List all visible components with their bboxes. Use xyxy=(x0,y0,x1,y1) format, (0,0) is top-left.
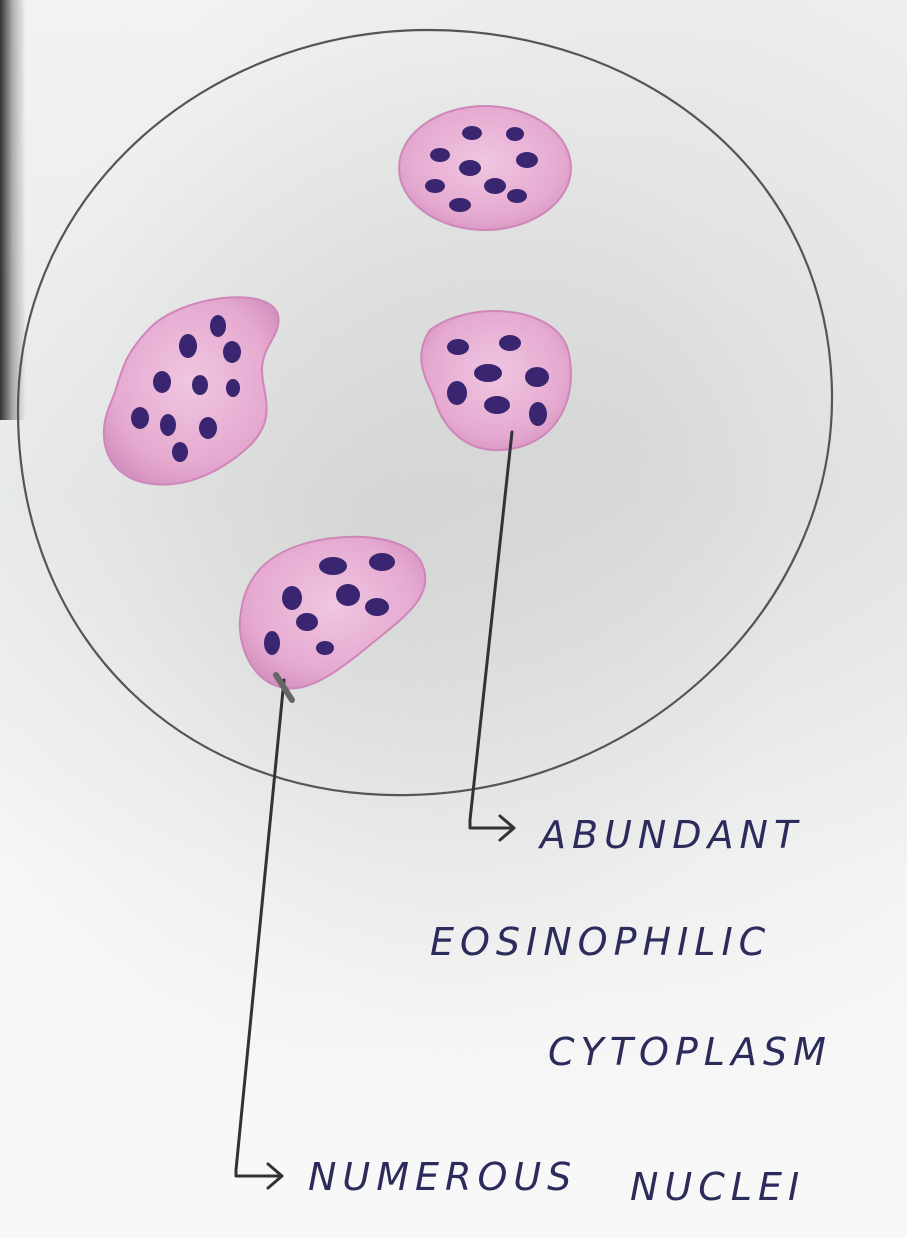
label-eosinophilic: EOSINOPHILIC xyxy=(430,920,771,964)
label-cytoplasm: CYTOPLASM xyxy=(548,1030,832,1074)
giant-cell-bottom xyxy=(240,537,426,689)
label-numerous: NUMEROUS xyxy=(308,1155,577,1199)
pointer-nuclei xyxy=(236,675,292,1188)
giant-cell-right xyxy=(421,311,571,450)
giant-cell-left xyxy=(104,297,279,484)
giant-cell-top xyxy=(399,106,571,230)
pointer-cytoplasm xyxy=(470,432,514,840)
label-abundant: ABUNDANT xyxy=(537,813,803,857)
label-nuclei: NUCLEI xyxy=(630,1165,805,1209)
